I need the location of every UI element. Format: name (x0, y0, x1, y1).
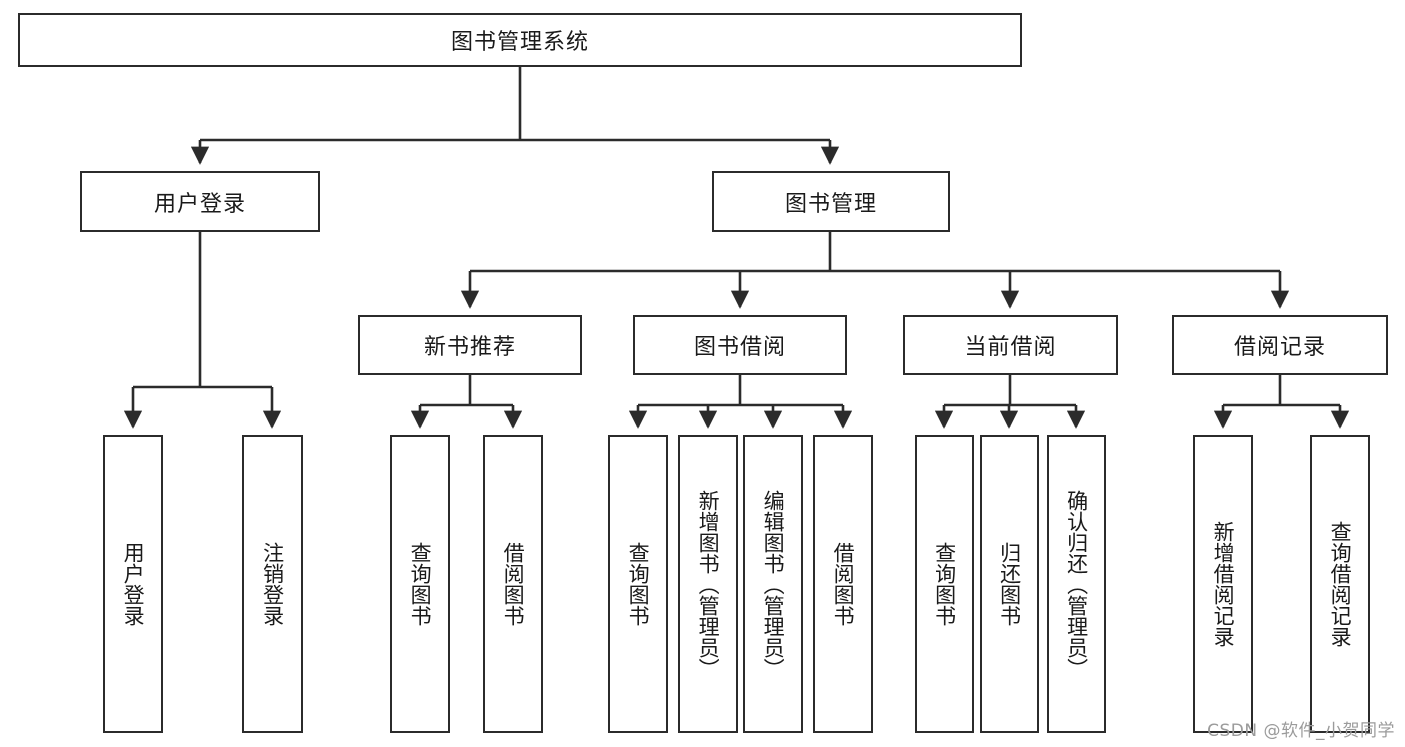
node-leaf-confirm-return-admin[interactable]: 确认归还（管理员） (1047, 435, 1106, 733)
node-label: 图书借阅 (693, 335, 786, 360)
node-leaf-edit-book-admin[interactable]: 编辑图书（管理员） (743, 435, 803, 733)
node-label: 编辑图书（管理员） (761, 489, 786, 679)
node-label: 查询借阅记录 (1328, 521, 1353, 647)
node-leaf-query-book-borrow[interactable]: 查询图书 (608, 435, 668, 733)
node-root-system[interactable]: 图书管理系统 (18, 13, 1022, 67)
node-leaf-borrow-book[interactable]: 借阅图书 (813, 435, 873, 733)
node-label: 确认归还（管理员） (1064, 489, 1089, 679)
node-label: 注销登录 (260, 542, 285, 626)
node-leaf-logout[interactable]: 注销登录 (242, 435, 303, 733)
node-label: 借阅记录 (1233, 335, 1326, 360)
node-borrow-record[interactable]: 借阅记录 (1172, 315, 1388, 375)
node-new-book-recommend[interactable]: 新书推荐 (358, 315, 582, 375)
node-label: 归还图书 (997, 542, 1022, 626)
node-label: 查询图书 (626, 542, 651, 626)
node-user-login[interactable]: 用户登录 (80, 171, 320, 232)
node-leaf-query-borrow-record[interactable]: 查询借阅记录 (1310, 435, 1370, 733)
node-leaf-query-book-current[interactable]: 查询图书 (915, 435, 974, 733)
node-label: 用户登录 (121, 542, 146, 626)
node-book-management[interactable]: 图书管理 (712, 171, 950, 232)
node-label: 图书管理系统 (450, 30, 589, 55)
node-leaf-add-book-admin[interactable]: 新增图书（管理员） (678, 435, 738, 733)
node-leaf-return-book[interactable]: 归还图书 (980, 435, 1039, 733)
node-label: 当前借阅 (964, 335, 1057, 360)
node-current-borrow[interactable]: 当前借阅 (903, 315, 1118, 375)
node-label: 新增图书（管理员） (696, 489, 721, 679)
node-label: 查询图书 (408, 542, 433, 626)
node-label: 新增借阅记录 (1211, 521, 1236, 647)
node-label: 借阅图书 (831, 542, 856, 626)
node-leaf-query-book-recommend[interactable]: 查询图书 (390, 435, 450, 733)
node-leaf-add-borrow-record[interactable]: 新增借阅记录 (1193, 435, 1253, 733)
watermark-text: CSDN @软件_小贺同学 (1207, 721, 1395, 741)
node-label: 借阅图书 (501, 542, 526, 626)
node-label: 新书推荐 (423, 335, 516, 360)
node-book-borrow[interactable]: 图书借阅 (633, 315, 847, 375)
node-label: 用户登录 (153, 191, 246, 217)
node-label: 查询图书 (932, 542, 957, 626)
node-label: 图书管理 (784, 191, 877, 217)
node-leaf-borrow-book-recommend[interactable]: 借阅图书 (483, 435, 543, 733)
node-leaf-user-login[interactable]: 用户登录 (103, 435, 163, 733)
